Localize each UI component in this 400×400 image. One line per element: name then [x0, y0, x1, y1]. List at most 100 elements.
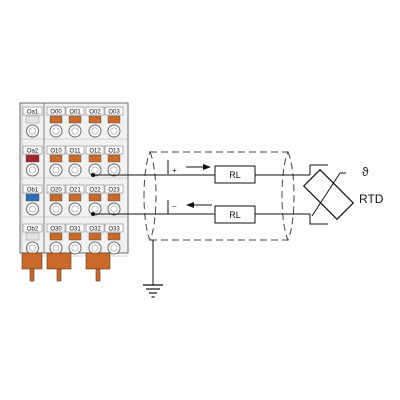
terminal-label: O30	[50, 227, 62, 233]
terminal-release-tab[interactable]	[107, 115, 121, 124]
terminal-release-tab[interactable]	[88, 154, 102, 163]
resistor-bottom-label: RL	[229, 210, 241, 220]
terminal-label-cell	[65, 184, 85, 194]
rtd-sensor: ϑ RTD	[302, 164, 384, 225]
terminal-label-cell	[104, 223, 124, 233]
terminal-release-tab[interactable]	[49, 115, 63, 124]
terminal-wire-opening[interactable]	[88, 202, 102, 216]
terminal-wire-opening-inner	[52, 127, 60, 135]
terminal-label: O12	[89, 149, 101, 155]
terminal-wire-opening[interactable]	[107, 202, 121, 216]
rtd-resistor-body	[302, 168, 355, 221]
terminal-wire-opening[interactable]	[49, 163, 63, 177]
terminal-label: O00	[50, 110, 62, 116]
plus-sign: +	[172, 166, 177, 175]
terminal-release-tab[interactable]	[88, 193, 102, 202]
terminal-label: Oa2	[27, 149, 39, 155]
terminal-wire-opening[interactable]	[68, 241, 82, 255]
terminal-label: O20	[50, 188, 62, 194]
terminal-label: O03	[108, 110, 120, 116]
terminal-label-cell	[22, 223, 43, 233]
bottom-connector-tab[interactable]	[85, 252, 111, 270]
shielded-cable	[143, 150, 295, 242]
terminal-wire-opening[interactable]	[88, 163, 102, 177]
terminal-release-tab[interactable]	[49, 154, 63, 163]
terminal-wire-opening[interactable]	[107, 163, 121, 177]
terminal-wire-opening[interactable]	[26, 202, 39, 216]
terminal-release-tab[interactable]	[49, 193, 63, 202]
terminal-wire-opening[interactable]	[26, 124, 39, 138]
terminal-wire-opening-inner	[91, 205, 99, 213]
terminal-release-tab[interactable]	[49, 232, 63, 241]
terminal-wire-opening[interactable]	[107, 124, 121, 138]
terminal-release-tab[interactable]	[107, 232, 121, 241]
terminal-wire-opening[interactable]	[68, 163, 82, 177]
terminal-release-tab[interactable]	[107, 154, 121, 163]
terminal-label-cell	[65, 223, 85, 233]
terminal-wire-opening[interactable]	[88, 241, 102, 255]
terminal-wire-opening[interactable]	[68, 124, 82, 138]
terminal-wire-opening-inner	[52, 205, 60, 213]
terminal-wire-opening-inner	[28, 127, 36, 135]
bottom-connector-pin	[95, 268, 101, 282]
terminal-wire-opening[interactable]	[26, 241, 39, 255]
terminal-wire-opening-inner	[28, 205, 36, 213]
terminal-label-cell	[104, 184, 124, 194]
terminal-wire-opening[interactable]	[88, 124, 102, 138]
terminal-wire-opening-inner	[71, 244, 79, 252]
terminal-label-cell	[46, 184, 66, 194]
wires: + − RL RL	[91, 160, 310, 298]
terminal-label-cell	[46, 223, 66, 233]
terminal-release-tab[interactable]	[25, 232, 40, 241]
terminal-release-tab[interactable]	[107, 193, 121, 202]
terminal-wire-opening[interactable]	[49, 241, 63, 255]
terminal-wire-opening-inner	[52, 244, 60, 252]
terminal-label-cell	[65, 106, 85, 116]
rtd-adjust-line	[311, 172, 341, 217]
terminal-release-tab[interactable]	[25, 193, 40, 202]
rtd-lead-top	[309, 164, 328, 175]
terminal-release-tab[interactable]	[68, 232, 82, 241]
terminal-wire-opening-inner	[110, 205, 118, 213]
terminal-label-cell	[22, 184, 43, 194]
rtd-label: RTD	[359, 192, 384, 206]
terminal-release-tab[interactable]	[88, 232, 102, 241]
terminal-wire-opening-inner	[110, 166, 118, 174]
terminal-release-tab[interactable]	[68, 154, 82, 163]
terminal-wire-opening-inner	[91, 127, 99, 135]
terminal-wire-opening[interactable]	[49, 124, 63, 138]
terminal-label: O22	[89, 188, 101, 194]
terminal-label: O13	[108, 149, 120, 155]
terminal-label-cell	[85, 223, 105, 233]
terminal-wire-opening-inner	[71, 166, 79, 174]
bottom-connector-pin	[29, 268, 35, 282]
terminal-release-tab[interactable]	[68, 115, 82, 124]
terminal-label-cell	[22, 106, 43, 116]
terminal-release-tab[interactable]	[25, 115, 40, 124]
resistor-top	[214, 165, 256, 184]
terminal-label-cell	[104, 106, 124, 116]
terminal-wire-opening-inner	[71, 205, 79, 213]
terminal-wire-opening[interactable]	[68, 202, 82, 216]
terminal-label-cell	[85, 145, 105, 155]
ground-icon	[143, 284, 163, 298]
terminal-release-tab[interactable]	[68, 193, 82, 202]
terminal-label-cell	[104, 145, 124, 155]
terminal-release-tab[interactable]	[25, 154, 40, 163]
terminal-wire-opening[interactable]	[26, 163, 39, 177]
bottom-connector-tab[interactable]	[21, 252, 43, 270]
bottom-connector-tab[interactable]	[46, 252, 72, 270]
terminal-wire-opening-inner	[110, 127, 118, 135]
terminal-label: O31	[69, 227, 81, 233]
terminal-label: O32	[89, 227, 101, 233]
terminal-wire-opening-inner	[28, 166, 36, 174]
terminal-wire-opening[interactable]	[107, 241, 121, 255]
terminal-wire-opening-inner	[28, 244, 36, 252]
terminal-release-tab[interactable]	[88, 115, 102, 124]
terminal-wire-opening[interactable]	[49, 202, 63, 216]
bottom-arrow-head	[186, 202, 194, 208]
